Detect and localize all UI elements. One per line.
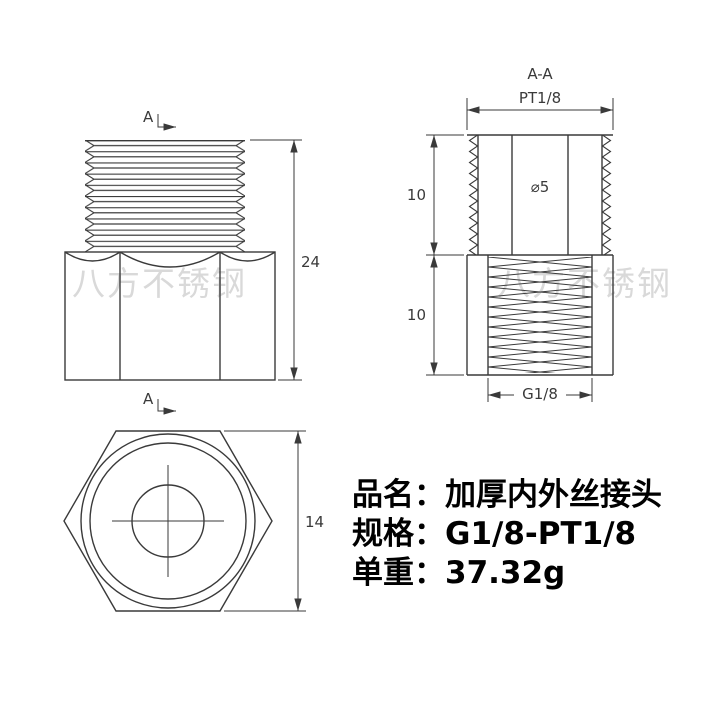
spec-weight-label: 单重： <box>352 555 445 591</box>
spec-line-weight: 单重：37.32g <box>352 554 662 593</box>
dimension-upper-length: 10 <box>407 134 464 256</box>
dim-hex-label: 14 <box>305 513 324 531</box>
dim-lower-label: 10 <box>407 306 426 324</box>
section-title: A-A <box>527 65 553 83</box>
section-body: ⌀5 <box>466 134 614 376</box>
chamfer-arc-right <box>219 251 276 262</box>
external-thread-right <box>602 135 613 255</box>
spec-product-label: 品名： <box>352 477 445 513</box>
dimension-total-height: 24 <box>250 139 320 381</box>
dimension-lower-length: 10 <box>407 254 464 376</box>
spec-weight-value: 37.32g <box>445 555 566 591</box>
bottom-view: 14 <box>63 430 324 612</box>
hex-body-front <box>64 251 276 381</box>
section-arrow-top <box>157 114 176 131</box>
external-thread-left <box>467 135 478 255</box>
chamfer-arc-center <box>119 251 221 268</box>
dim-height-label: 24 <box>301 253 320 271</box>
spec-line-product: 品名：加厚内外丝接头 <box>352 476 662 515</box>
dim-pt-label: PT1/8 <box>519 89 561 107</box>
chamfer-arc-left <box>64 251 121 262</box>
dimension-pt-thread: PT1/8 <box>466 89 614 130</box>
section-letter-top: A <box>143 108 154 126</box>
section-arrow-bottom <box>157 399 176 415</box>
external-thread-front <box>85 140 245 252</box>
spec-specification-value: G1/8-PT1/8 <box>445 516 637 552</box>
dim-upper-label: 10 <box>407 186 426 204</box>
section-marker-bottom: A <box>143 390 176 415</box>
spec-specification-label: 规格： <box>352 516 445 552</box>
watermark-left: 八方不锈钢 <box>72 264 247 303</box>
section-view: A-A PT1/8 ⌀5 1 <box>407 65 614 403</box>
section-letter-bottom: A <box>143 390 154 408</box>
hexagon-outline <box>63 430 273 612</box>
section-marker-top: A <box>143 108 176 131</box>
dimension-hex-height: 14 <box>224 430 324 612</box>
front-view: 24 A A <box>64 108 320 415</box>
dim-bore-label: ⌀5 <box>531 178 550 196</box>
chamfer-circle <box>89 442 247 600</box>
dimension-g-thread: G1/8 <box>487 378 593 403</box>
outer-circle <box>80 433 256 609</box>
dim-g-label: G1/8 <box>522 385 558 403</box>
spec-product-value: 加厚内外丝接头 <box>445 477 662 513</box>
spec-block: 品名：加厚内外丝接头 规格：G1/8-PT1/8 单重：37.32g <box>352 476 662 593</box>
spec-line-specification: 规格：G1/8-PT1/8 <box>352 515 662 554</box>
internal-thread <box>488 257 592 373</box>
